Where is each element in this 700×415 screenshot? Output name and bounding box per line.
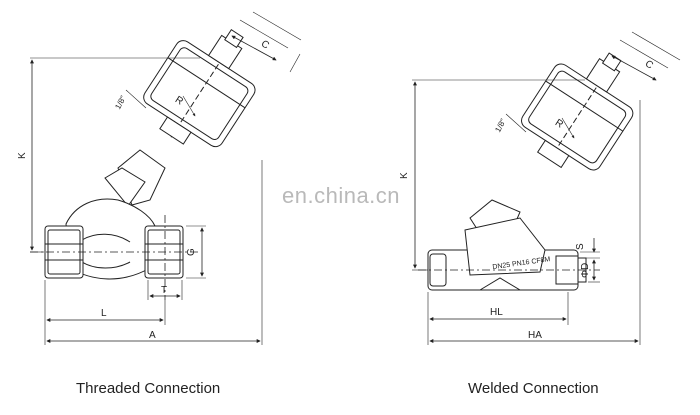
left-dim-k: K bbox=[17, 152, 28, 159]
left-dim-t: T bbox=[161, 285, 167, 296]
right-dim-d: ΦD bbox=[580, 263, 591, 278]
right-dim-ha: HA bbox=[528, 330, 542, 341]
threaded-caption: Threaded Connection bbox=[76, 380, 221, 397]
watermark: en.china.cn bbox=[282, 183, 401, 208]
right-dim-s: S bbox=[575, 243, 586, 250]
right-dim-k: K bbox=[399, 172, 410, 179]
right-dim-port: 1/8" bbox=[493, 117, 508, 134]
left-actuator bbox=[143, 29, 256, 148]
left-dim-c: C bbox=[259, 38, 271, 51]
right-actuator bbox=[521, 52, 634, 171]
left-dim-g: G bbox=[186, 248, 197, 256]
right-dim-hl: HL bbox=[490, 307, 503, 318]
welded-caption: Welded Connection bbox=[468, 380, 599, 397]
right-dim-c: C bbox=[643, 58, 655, 71]
threaded-valve-drawing bbox=[30, 11, 302, 345]
left-dim-a: A bbox=[149, 330, 156, 341]
left-dim-l: L bbox=[101, 308, 107, 319]
welded-valve-drawing bbox=[412, 31, 681, 345]
left-dim-port: 1/8" bbox=[113, 94, 128, 111]
